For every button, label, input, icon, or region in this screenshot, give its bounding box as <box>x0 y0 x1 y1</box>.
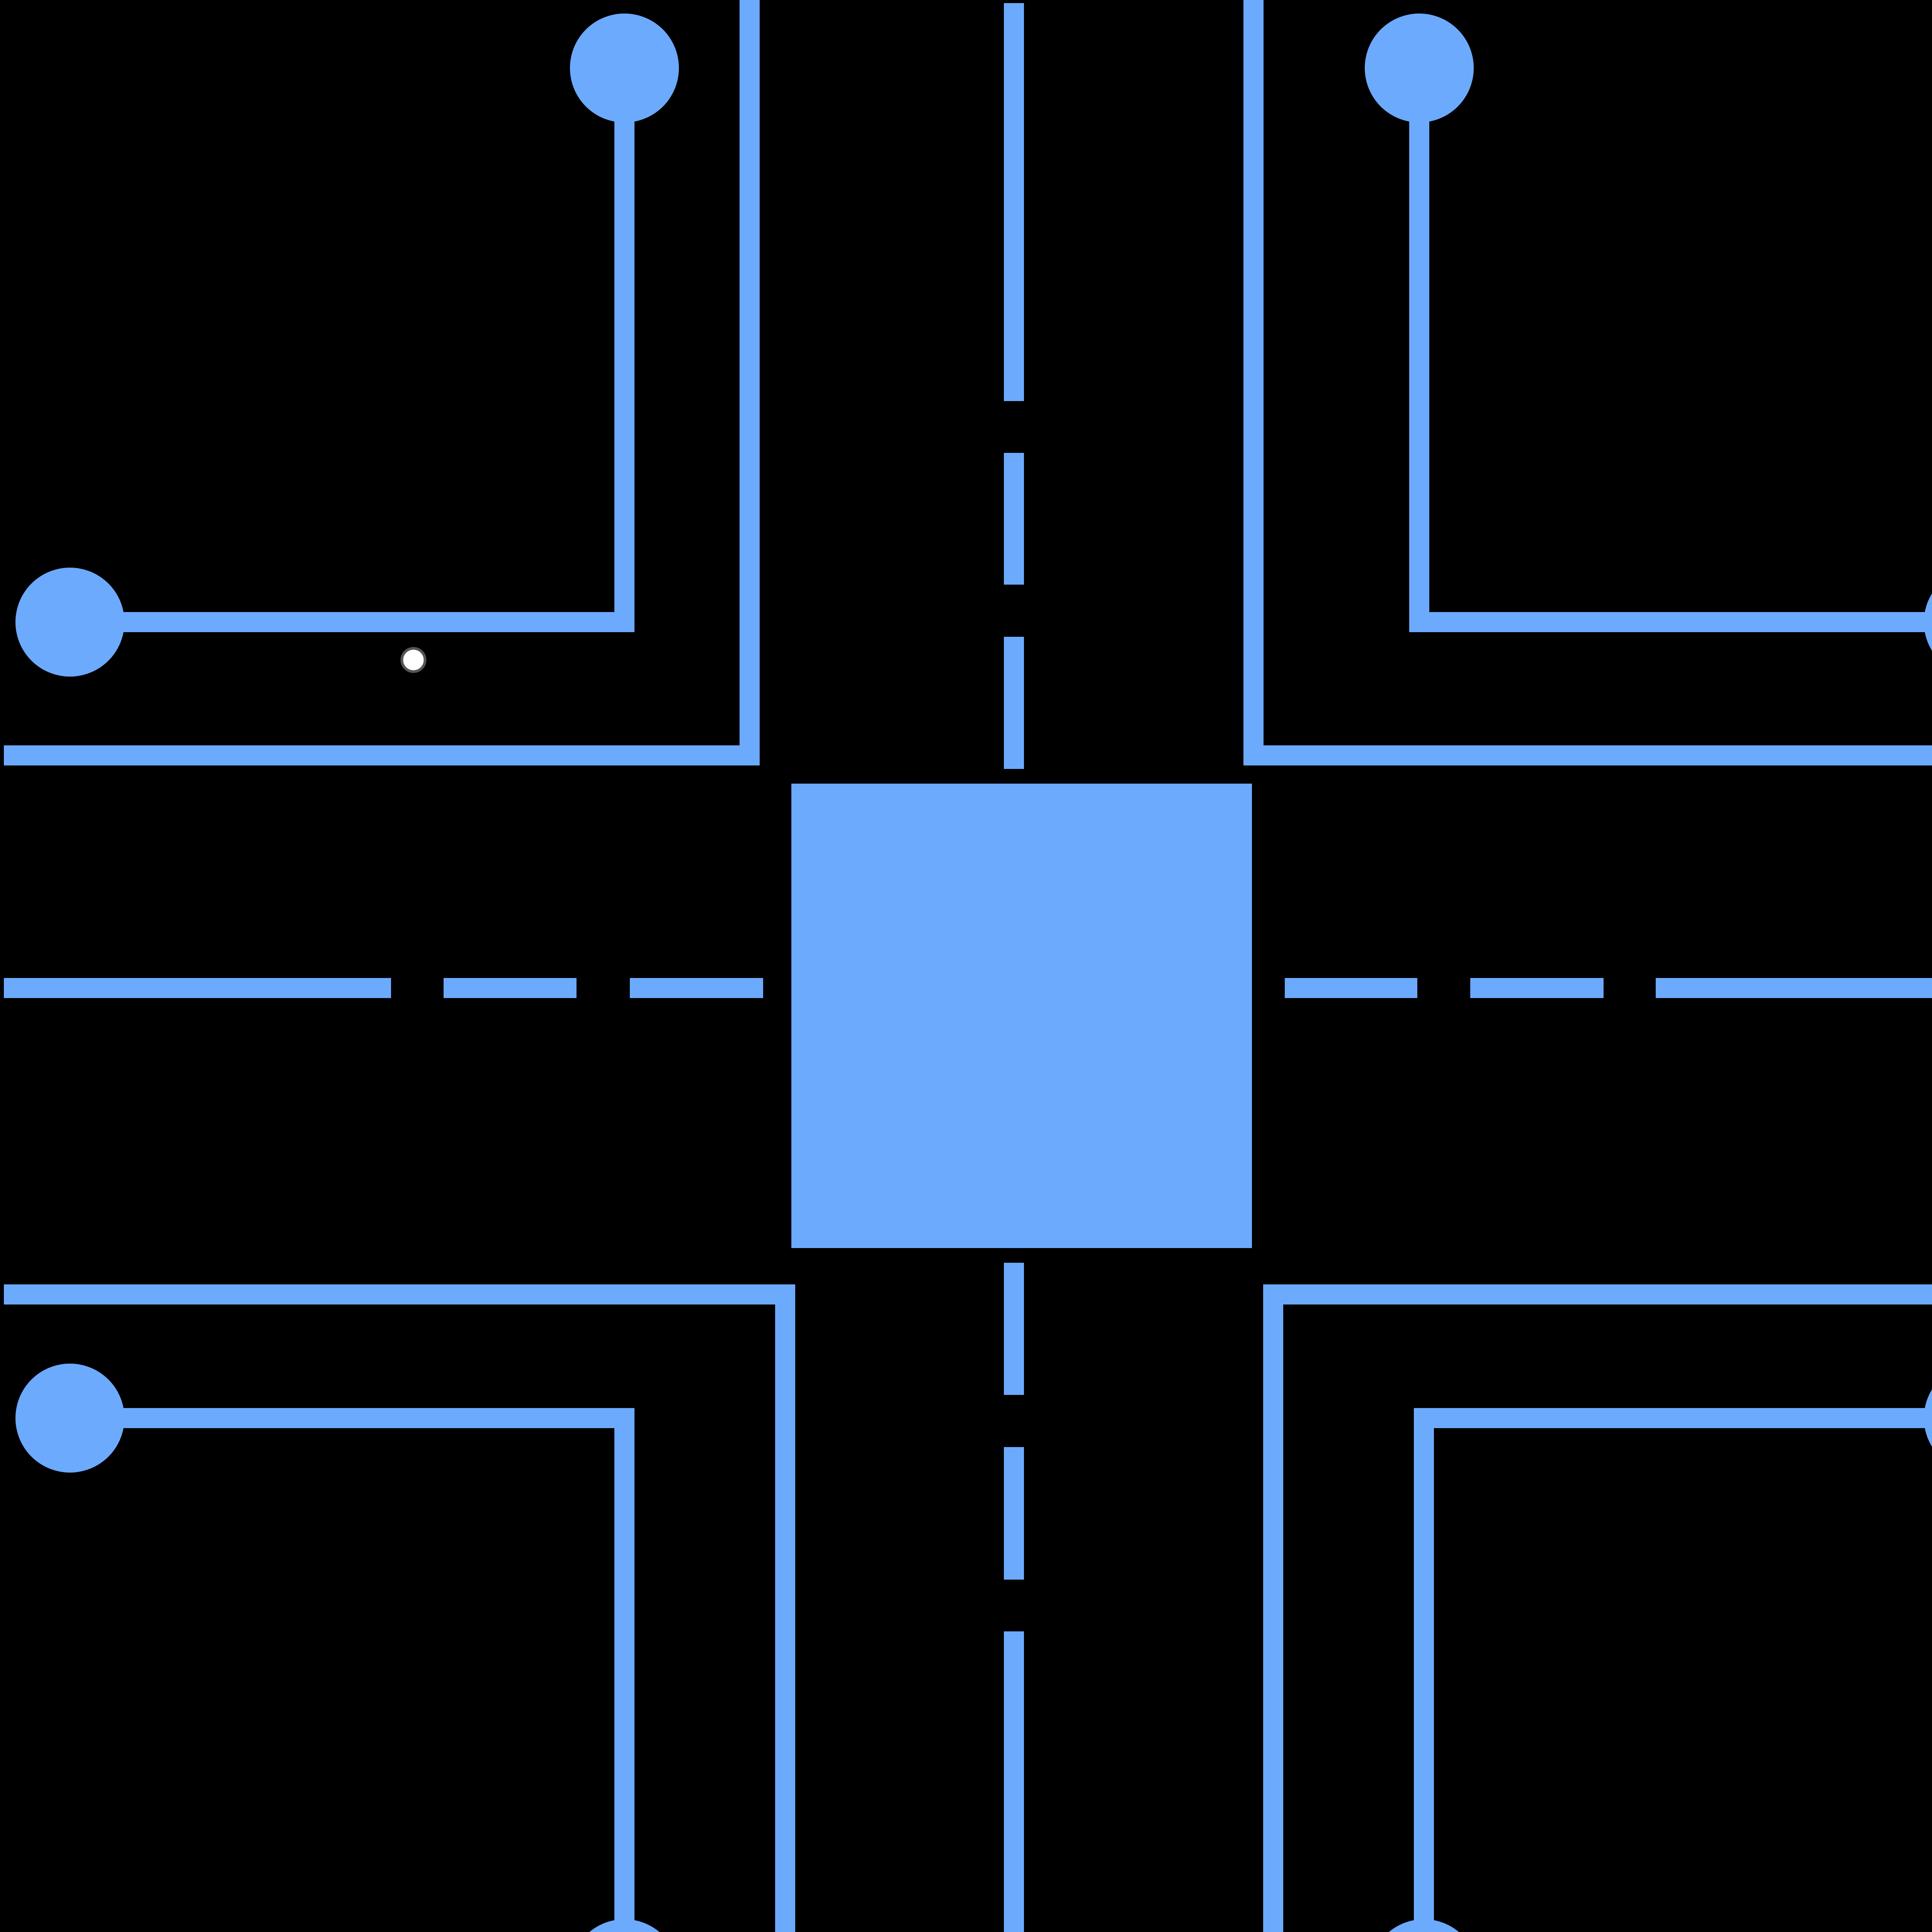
bottom-left-inner-elbow[interactable] <box>70 1408 634 1932</box>
central-hub[interactable] <box>791 784 1252 1248</box>
bottom-left-outer-elbow[interactable] <box>4 1284 795 1932</box>
node-bottom-right[interactable] <box>1369 1919 1478 1932</box>
top-right-outer-elbow[interactable] <box>1243 0 1932 765</box>
connector-paths <box>4 0 1932 1932</box>
top-right-inner-elbow[interactable] <box>1409 68 1932 632</box>
node-top-left[interactable] <box>570 14 679 122</box>
node-bottom-left[interactable] <box>570 1919 679 1932</box>
node-handles <box>15 14 1932 1932</box>
bottom-right-outer-elbow[interactable] <box>1263 1284 1932 1932</box>
top-left-inner-elbow[interactable] <box>70 68 634 632</box>
top-left-outer-elbow[interactable] <box>4 0 760 765</box>
bottom-right-inner-elbow[interactable] <box>1414 1408 1932 1932</box>
node-right-upper[interactable] <box>1924 568 1932 677</box>
node-right-lower[interactable] <box>1924 1364 1932 1473</box>
node-top-right[interactable] <box>1365 14 1474 122</box>
node-left-upper[interactable] <box>15 568 124 677</box>
node-left-lower[interactable] <box>15 1364 124 1473</box>
mouse-cursor-dot <box>400 647 427 673</box>
